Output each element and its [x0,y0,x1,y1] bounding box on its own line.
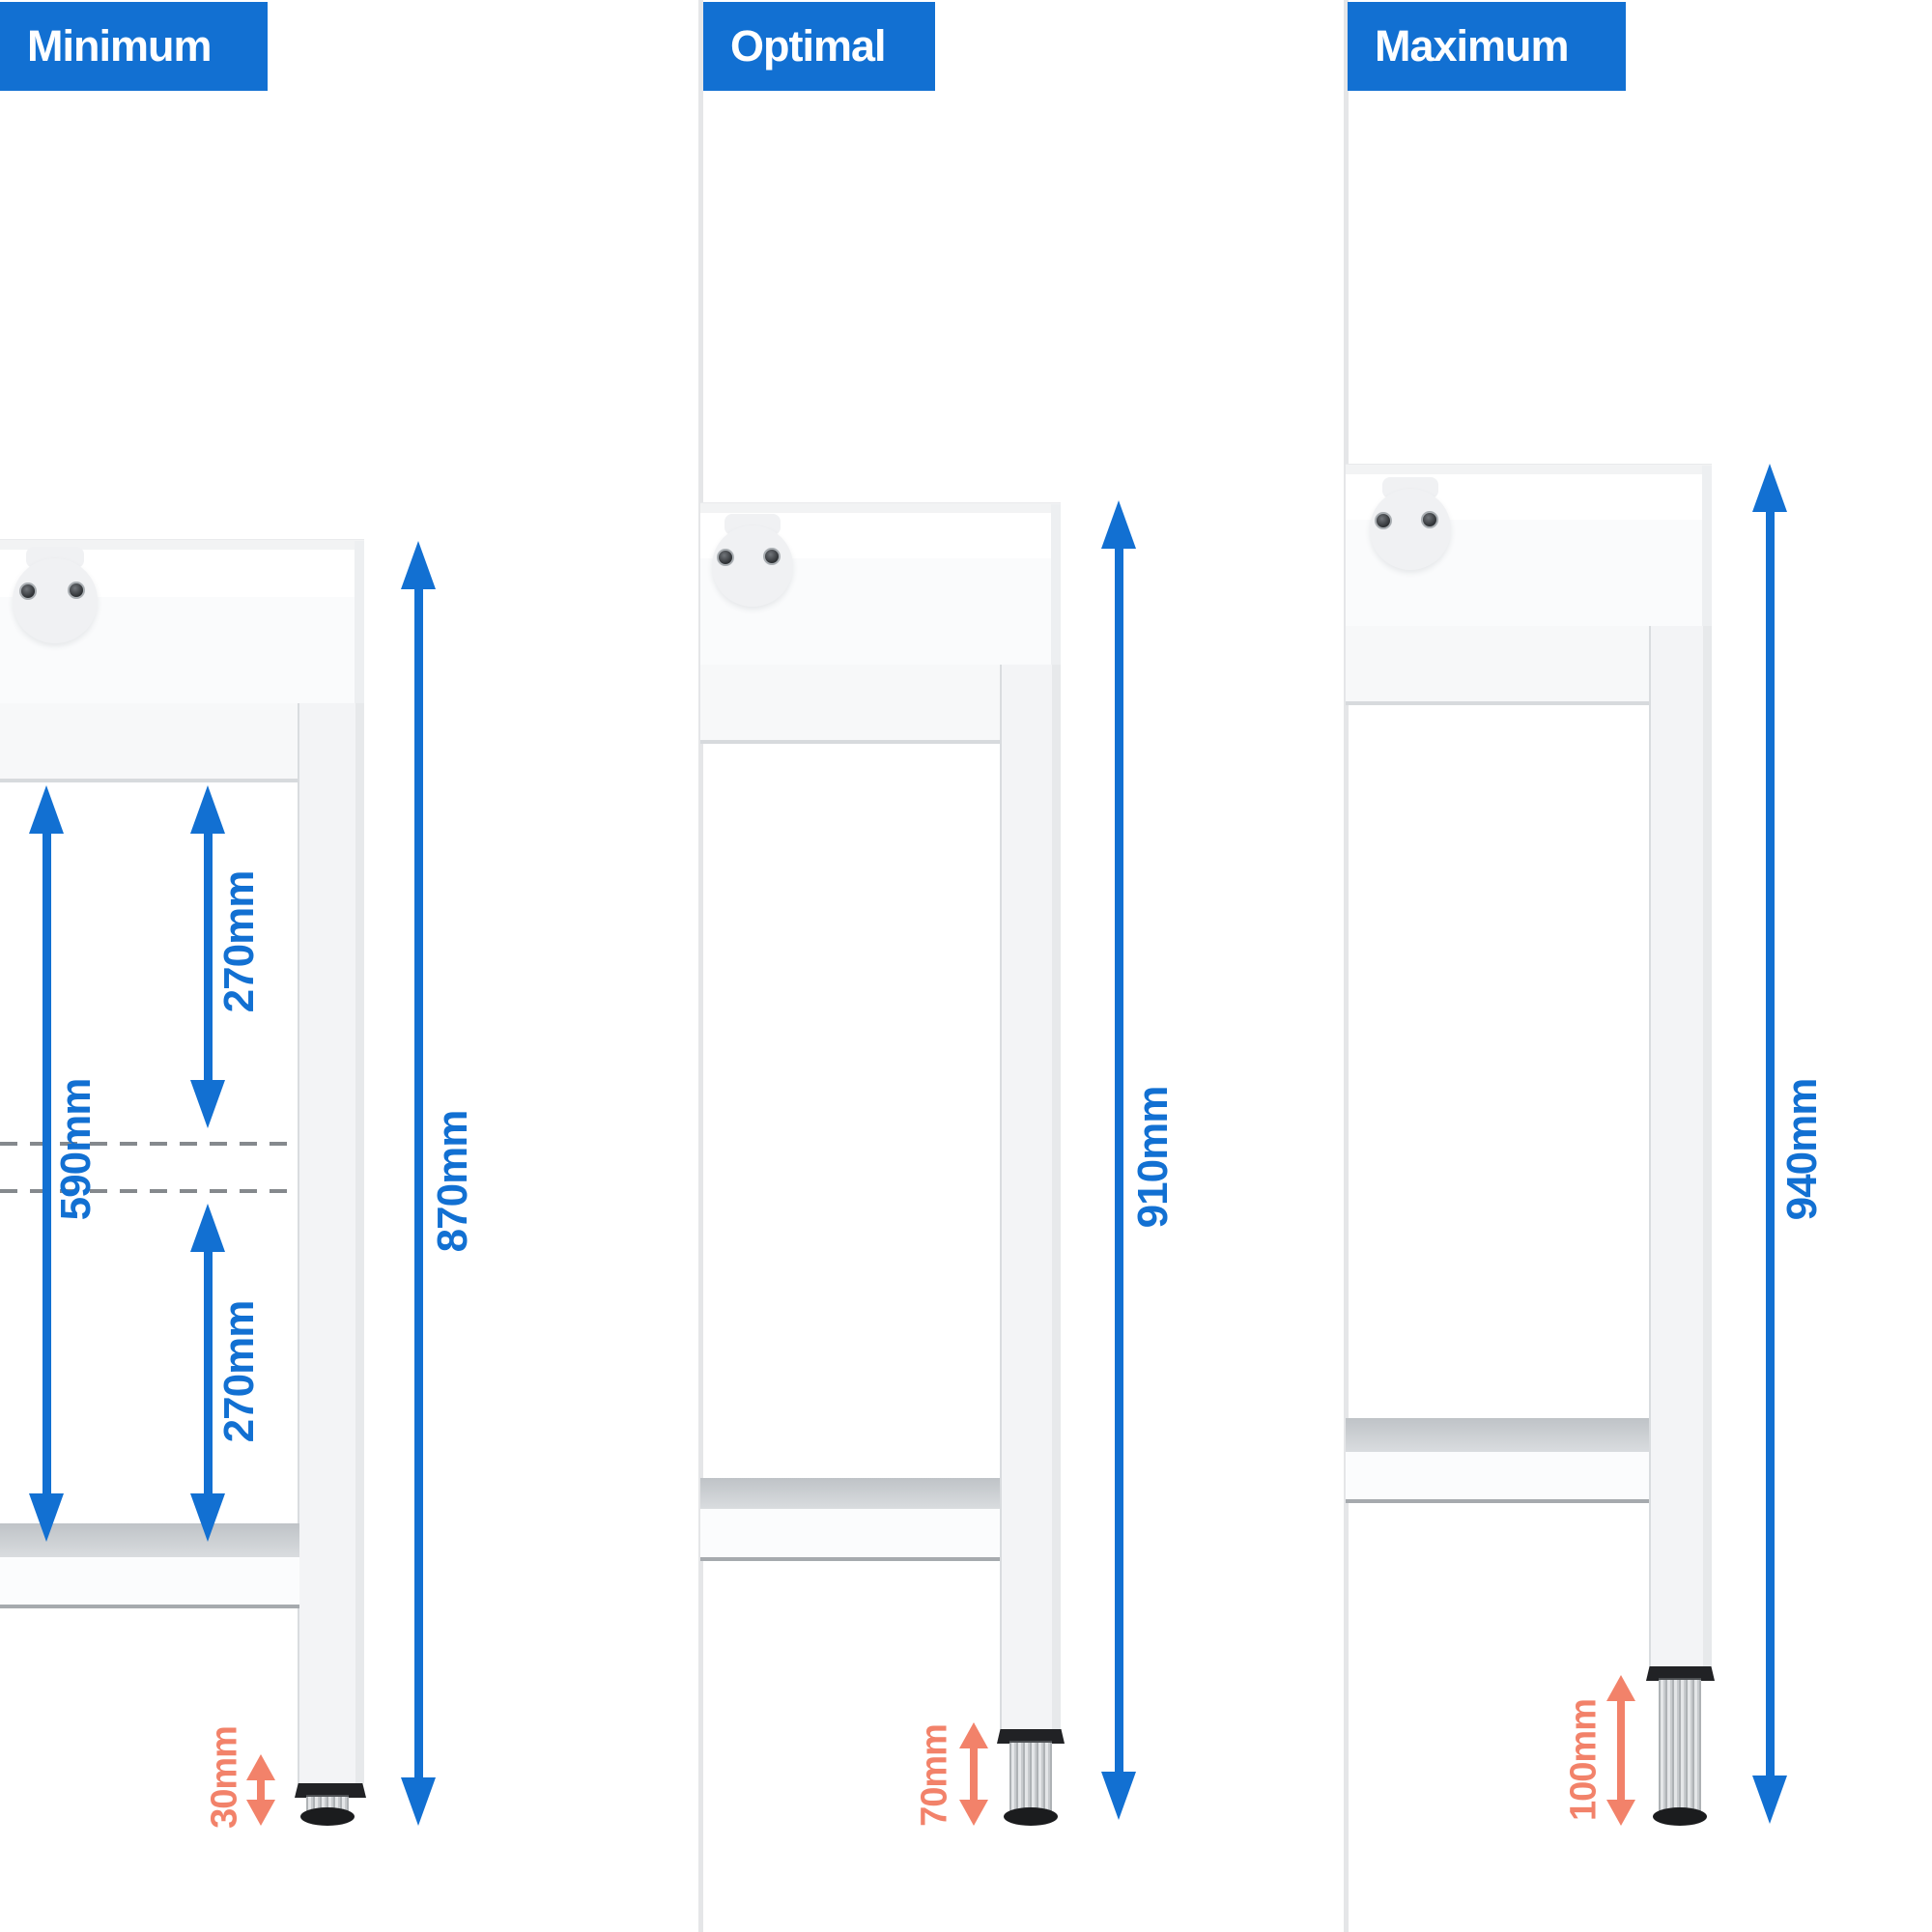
mount-bracket-optimal [712,526,793,607]
arrow-down-icon [1606,1800,1635,1826]
table-side-face-maximum [1702,466,1712,626]
panel-divider [1344,0,1349,1932]
adjustable-foot-maximum [1659,1678,1701,1816]
mount-bracket-maximum [1370,489,1451,570]
arrow-up-icon [1101,500,1136,549]
arrow-down-icon [190,1493,225,1542]
foot-arrow-70mm [959,1722,988,1826]
arrow-up-icon [401,541,436,589]
screw-icon [763,548,781,565]
panel-minimum-header: Minimum [0,2,268,91]
dimension-label-270mm-lower: 270mm [215,1300,263,1443]
foot-collar-optimal [997,1729,1065,1744]
table-rail-minimum [0,703,299,782]
shelf-surface-maximum [1346,1418,1649,1452]
dimension-label-910mm: 910mm [1129,1086,1177,1229]
panel-maximum-title: Maximum [1375,21,1570,71]
foot-label-70mm: 70mm [914,1724,955,1827]
shelf-position-dash-upper [0,1142,295,1146]
dimension-arrow-total-910mm [1101,500,1136,1820]
shelf-position-dash-lower [0,1189,295,1193]
screw-icon [717,549,734,566]
table-rail-optimal [700,665,1000,744]
shelf-front-maximum [1346,1452,1649,1503]
dimension-arrow-270mm-lower [190,1204,225,1542]
foot-collar-minimum [295,1783,366,1798]
arrow-up-icon [1752,464,1787,512]
arrow-down-icon [1101,1772,1136,1820]
foot-arrow-30mm [246,1754,275,1826]
dimension-label-590mm: 590mm [52,1078,99,1221]
screw-icon [19,582,37,600]
foot-base-optimal [1004,1807,1058,1826]
table-rail-maximum [1346,626,1649,705]
table-leg-minimum [298,703,364,1783]
arrow-down-icon [246,1800,275,1826]
foot-collar-maximum [1646,1666,1715,1681]
foot-arrow-100mm [1606,1675,1635,1826]
dimension-arrow-total-940mm [1752,464,1787,1824]
table-leg-optimal [1000,665,1061,1729]
shelf-front-optimal [700,1509,1000,1561]
dimension-label-270mm-upper: 270mm [215,870,263,1013]
foot-label-100mm: 100mm [1563,1699,1605,1821]
arrow-down-icon [401,1777,436,1826]
arrow-down-icon [1752,1776,1787,1824]
table-side-face-optimal [1051,504,1061,665]
panel-minimum-title: Minimum [27,21,212,71]
dimension-label-870mm: 870mm [429,1110,476,1253]
dimension-label-940mm: 940mm [1778,1078,1826,1221]
mount-bracket-minimum [13,558,98,643]
arrow-up-icon [190,785,225,834]
shelf-front-minimum [0,1557,299,1608]
shelf-surface-optimal [700,1478,1000,1509]
foot-label-30mm: 30mm [204,1726,245,1829]
arrow-up-icon [1606,1675,1635,1701]
screw-icon [1421,511,1438,528]
panel-divider [698,0,703,1932]
arrow-down-icon [29,1493,64,1542]
dimension-arrow-590mm [29,785,64,1542]
dimension-arrow-270mm-upper [190,785,225,1128]
screw-icon [68,582,85,599]
screw-icon [1375,512,1392,529]
arrow-up-icon [29,785,64,834]
adjustable-foot-optimal [1009,1741,1052,1816]
panel-optimal-title: Optimal [730,21,887,71]
foot-base-minimum [300,1807,355,1826]
panel-maximum-header: Maximum [1348,2,1626,91]
table-side-face-minimum [355,541,364,703]
arrow-down-icon [190,1080,225,1128]
foot-base-maximum [1653,1807,1707,1826]
arrow-up-icon [190,1204,225,1252]
table-leg-maximum [1649,626,1712,1666]
panel-optimal-header: Optimal [703,2,935,91]
dimension-arrow-total-870mm [401,541,436,1826]
arrow-up-icon [959,1722,988,1748]
arrow-up-icon [246,1754,275,1780]
arrow-down-icon [959,1800,988,1826]
